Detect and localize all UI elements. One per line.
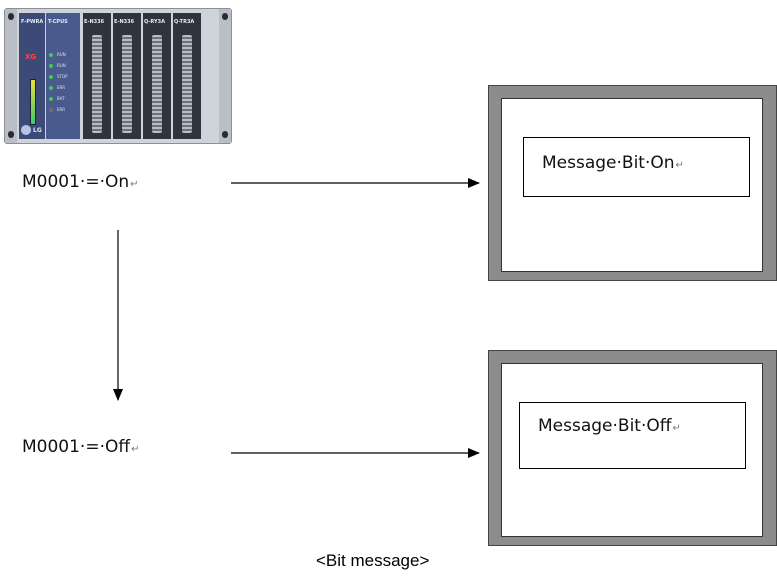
return-mark-icon: ↵	[672, 423, 681, 434]
message-on-text: Message·Bit·On	[542, 153, 675, 173]
led-label: RUN	[57, 52, 66, 57]
mount-hole-icon	[8, 131, 14, 138]
module-label: T-CPUS	[48, 19, 68, 25]
module-label: E-N336	[84, 19, 105, 25]
hmi-display-area: Message·Bit·On↵	[501, 98, 763, 272]
power-module: F-PWRA XG	[19, 13, 45, 139]
mount-hole-icon	[8, 13, 14, 20]
status-led-icon	[49, 86, 53, 90]
message-off: Message·Bit·Off↵	[538, 416, 681, 436]
return-mark-icon: ↵	[131, 444, 140, 455]
mount-hole-icon	[222, 13, 228, 20]
plc-rack-image: F-PWRA XG LG T-CPUS RUN RUN STOP ERR BAT…	[4, 8, 232, 144]
led-label: ERR	[57, 85, 66, 90]
plc-brand: XG	[25, 53, 37, 61]
io-module: E-N336	[83, 13, 111, 139]
terminal-block	[122, 35, 132, 133]
status-led-icon	[49, 53, 53, 57]
module-label: F-PWRA	[21, 19, 44, 25]
power-level-bar	[30, 79, 36, 125]
return-mark-icon: ↵	[675, 160, 684, 171]
off-state-label: M0001·=·Off↵	[22, 437, 139, 457]
on-state-text: M0001·=·On	[22, 172, 130, 192]
rack-bracket-left	[5, 9, 17, 143]
off-state-text: M0001·=·Off	[22, 437, 131, 457]
led-label: RUN	[57, 63, 66, 68]
return-mark-icon: ↵	[130, 179, 139, 190]
module-label: E-N336	[114, 19, 135, 25]
io-module: E-N336	[113, 13, 141, 139]
status-led-icon	[49, 108, 53, 112]
io-module: Q-TR3A	[173, 13, 201, 139]
rack-bracket-right	[219, 9, 231, 143]
status-led-icon	[49, 75, 53, 79]
status-led-icon	[49, 64, 53, 68]
led-label: STOP	[57, 74, 68, 79]
led-label: BAT	[57, 96, 65, 101]
terminal-block	[152, 35, 162, 133]
hmi-screen-on: Message·Bit·On↵	[488, 85, 777, 281]
terminal-block	[182, 35, 192, 133]
led-label: ERR	[57, 107, 66, 112]
io-module: Q-RY3A	[143, 13, 171, 139]
status-led-icon	[49, 97, 53, 101]
lg-logo-icon	[21, 125, 31, 135]
mount-hole-icon	[222, 131, 228, 138]
figure-caption: <Bit message>	[316, 551, 430, 570]
message-box-off: Message·Bit·Off↵	[519, 402, 746, 469]
message-on: Message·Bit·On↵	[542, 153, 684, 173]
hmi-screen-off: Message·Bit·Off↵	[488, 350, 777, 546]
on-state-label: M0001·=·On↵	[22, 172, 139, 192]
module-label: Q-RY3A	[144, 19, 165, 25]
logo-text: LG	[33, 127, 42, 134]
message-box-on: Message·Bit·On↵	[523, 137, 750, 197]
message-off-text: Message·Bit·Off	[538, 416, 672, 436]
module-label: Q-TR3A	[174, 19, 195, 25]
terminal-block	[92, 35, 102, 133]
hmi-display-area: Message·Bit·Off↵	[501, 363, 763, 537]
